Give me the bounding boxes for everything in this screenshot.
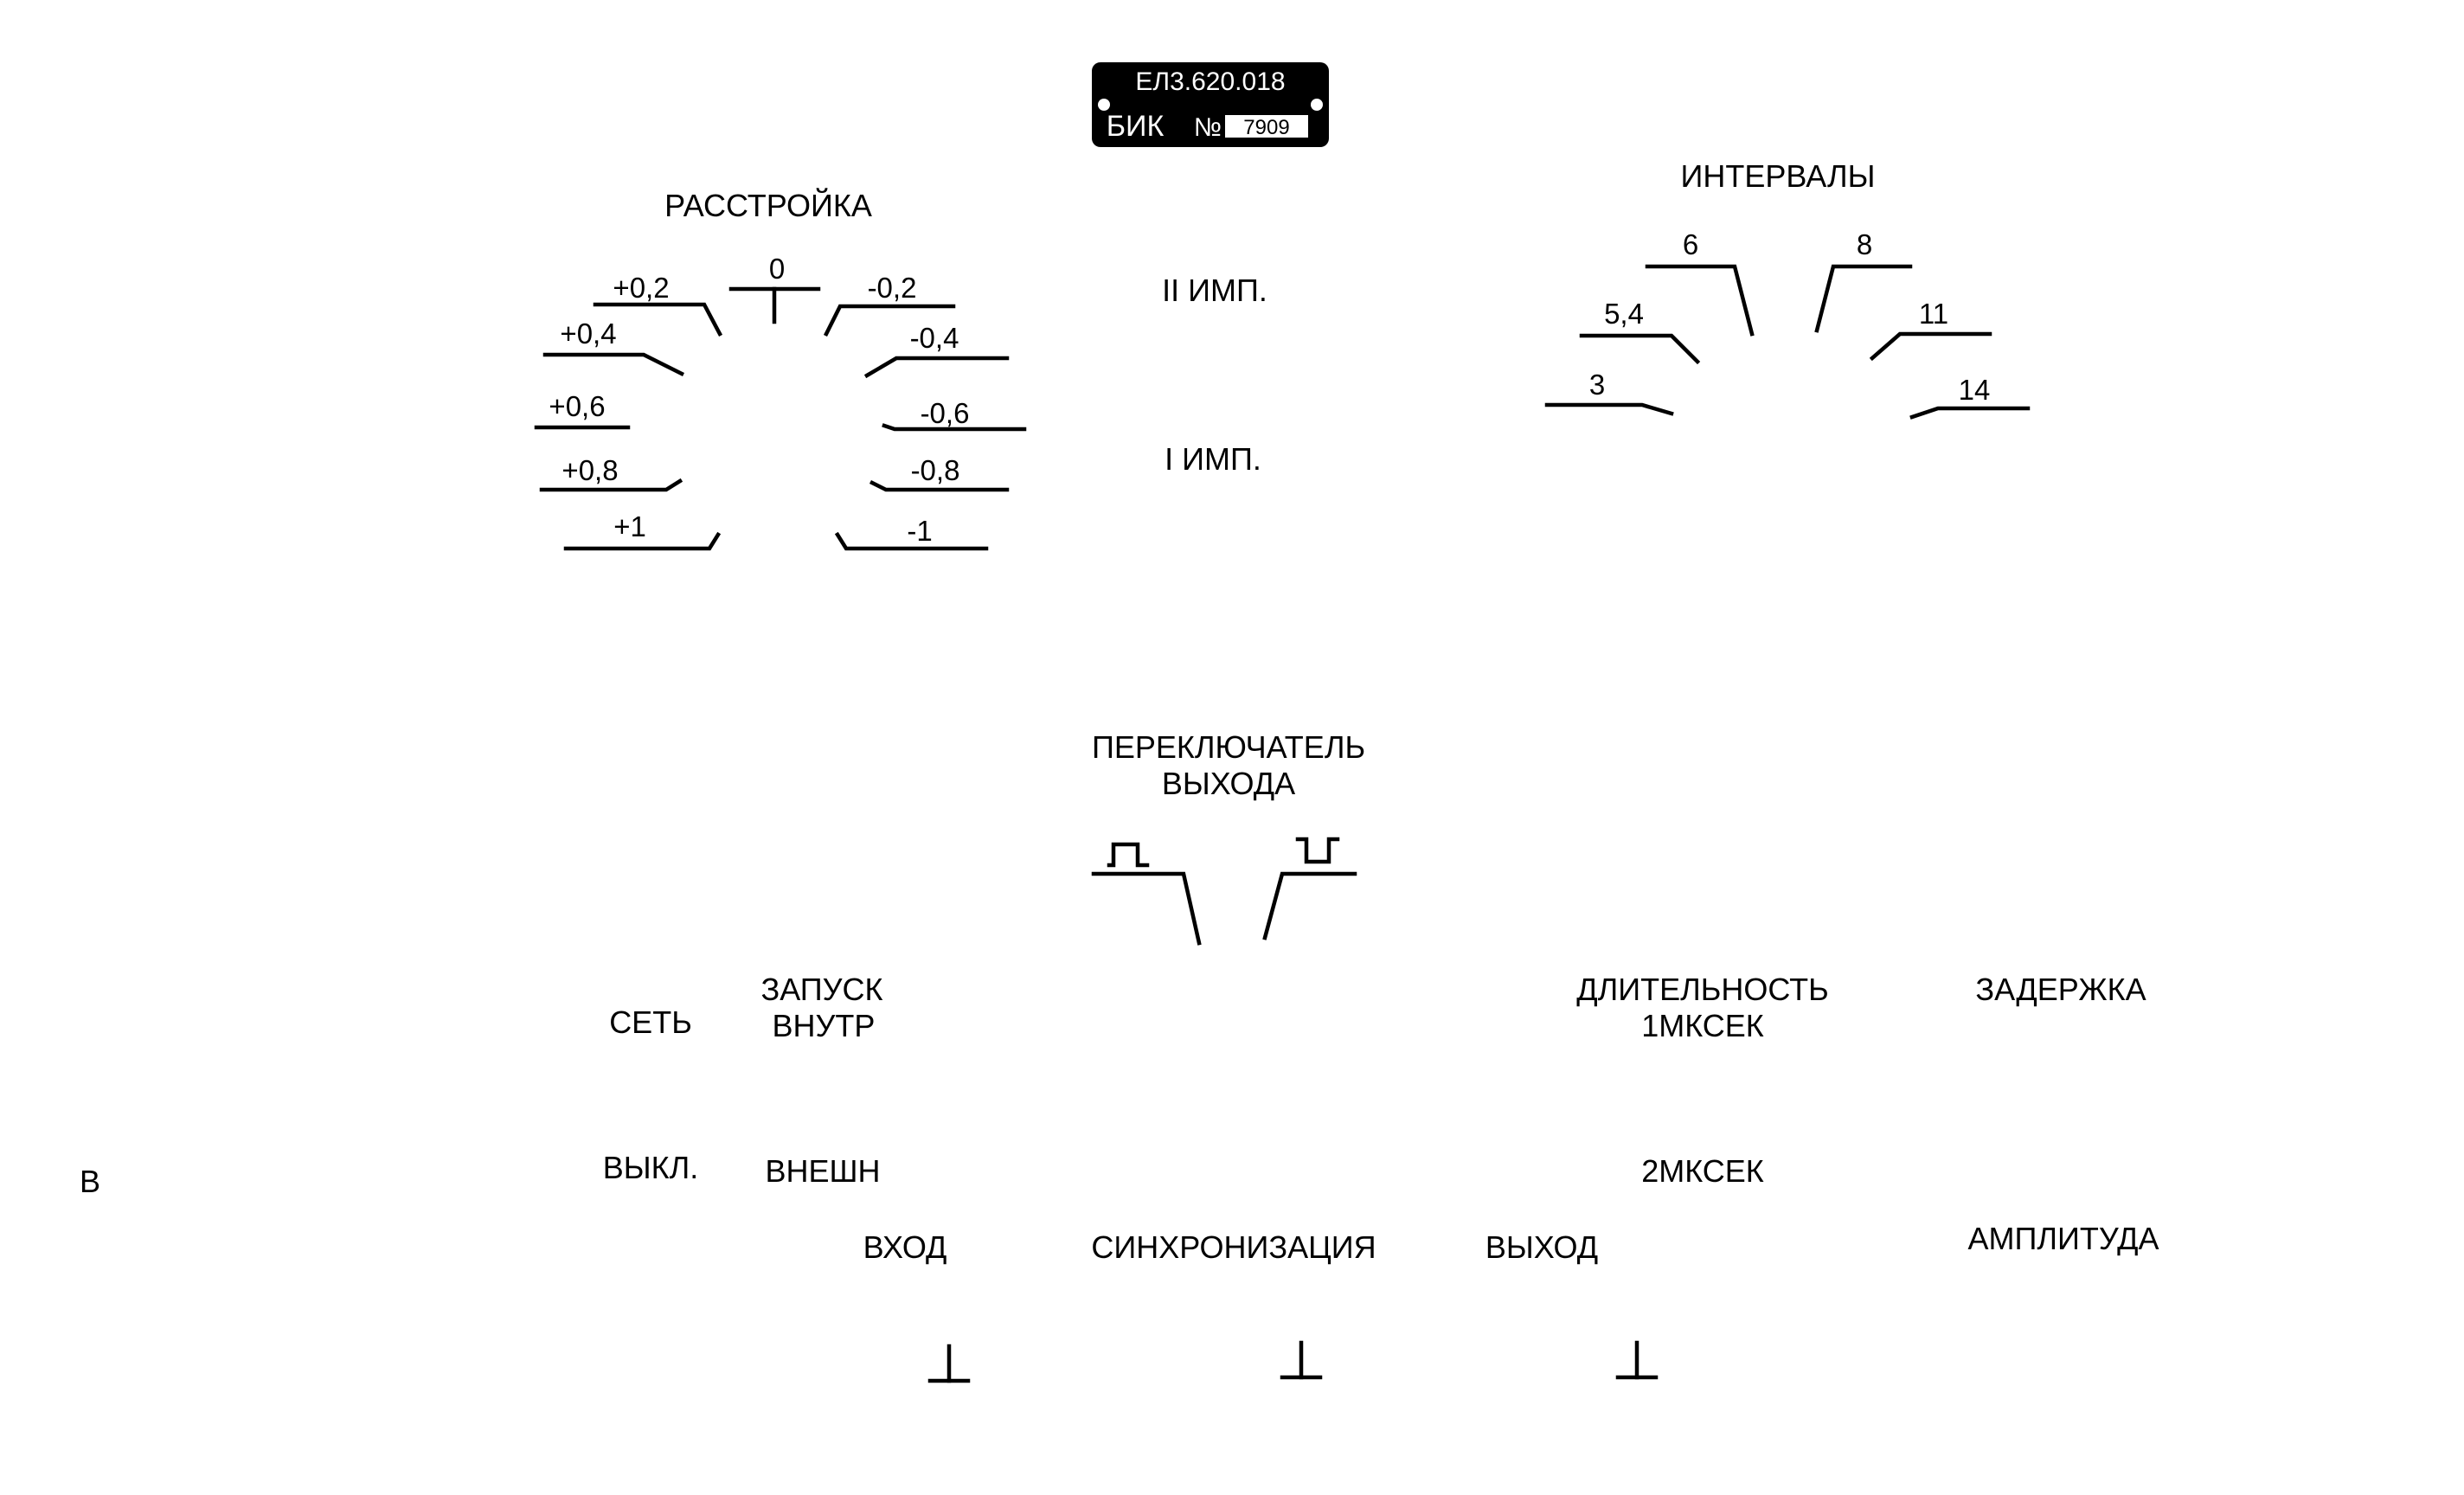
- interval-tick: [1544, 402, 1674, 416]
- power-label: СЕТЬ: [609, 1004, 692, 1040]
- interval-tick: [1909, 406, 2031, 420]
- detuning-tick: [882, 423, 1027, 432]
- edge-mark: В: [80, 1164, 100, 1199]
- detuning-tick: [542, 352, 685, 377]
- amplitude-label: АМПЛИТУДА: [1967, 1221, 2159, 1256]
- power-off-label: ВЫКЛ.: [603, 1150, 698, 1185]
- output-switch-title: ВЫХОДА: [1162, 766, 1295, 801]
- ground-icon: [1280, 1340, 1323, 1380]
- detuning-mark: -0,4: [910, 322, 959, 354]
- plate-name: БИК: [1107, 110, 1165, 143]
- detuning-mark: +1: [613, 510, 646, 542]
- interval-mark: 6: [1683, 228, 1698, 260]
- ground-icon: [1615, 1340, 1659, 1380]
- input-label: ВХОД: [863, 1229, 947, 1265]
- interval-mark: 8: [1857, 228, 1872, 260]
- detuning-tick: [593, 302, 723, 337]
- delay-label: ЗАДЕРЖКА: [1975, 972, 2146, 1007]
- duration-label: ДЛИТЕЛЬНОСТЬ: [1576, 972, 1829, 1007]
- interval-tick: [1645, 264, 1755, 337]
- output-label: ВЫХОД: [1485, 1229, 1598, 1265]
- interval-mark: 5,4: [1604, 298, 1644, 330]
- trigger-external-label: ВНЕШН: [765, 1153, 880, 1189]
- detuning-tick: [823, 304, 956, 337]
- detuning-tick: [869, 479, 1010, 492]
- interval-tick: [1579, 333, 1701, 365]
- trigger-internal-label: ВНУТР: [773, 1008, 876, 1043]
- interval-mark: 11: [1919, 298, 1948, 330]
- duration-2us-label: 2МКСЕК: [1641, 1153, 1764, 1189]
- detuning-mark: -0,8: [911, 454, 960, 486]
- detuning-mark: -0,6: [921, 397, 970, 429]
- detuning-title: РАССТРОЙКА: [664, 187, 872, 223]
- negative-pulse-icon: [1295, 837, 1340, 864]
- plate-serial: 7909: [1243, 116, 1289, 139]
- interval-tick: [1814, 264, 1913, 333]
- detuning-mark: 0: [769, 253, 785, 285]
- plate-screw-left: [1098, 99, 1110, 111]
- plate-model: ЕЛ3.620.018: [1135, 67, 1285, 96]
- detuning-tick: [834, 531, 989, 551]
- plate-screw-right: [1311, 99, 1323, 111]
- detuning-scale: РАССТРОЙКА +0,2 0 -0,2 +0,4 -0,4 +0,6 -0…: [534, 187, 1027, 551]
- interval-tick: [1869, 331, 1992, 362]
- detuning-mark: +0,2: [613, 272, 669, 304]
- ground-icon: [927, 1344, 971, 1383]
- name-plate: ЕЛ3.620.018 БИК № 7909: [1092, 62, 1329, 147]
- second-pulse-label: II ИМП.: [1162, 273, 1267, 308]
- positive-pulse-icon: [1107, 842, 1150, 868]
- detuning-mark: +0,6: [549, 390, 605, 422]
- first-pulse-label: I ИМП.: [1165, 441, 1261, 477]
- detuning-tick: [539, 478, 683, 492]
- sync-label: СИНХРОНИЗАЦИЯ: [1091, 1229, 1376, 1265]
- duration-1us-label: 1МКСЕК: [1641, 1008, 1764, 1043]
- detuning-mark: -1: [907, 515, 932, 547]
- interval-mark: 14: [1959, 374, 1991, 406]
- intervals-title: ИНТЕРВАЛЫ: [1681, 158, 1876, 194]
- intervals-scale: ИНТЕРВАЛЫ 6 8 5,4 11 3 14: [1544, 158, 2031, 420]
- plate-serial-field: [1225, 115, 1308, 138]
- output-switch-title: ПЕРЕКЛЮЧАТЕЛЬ: [1092, 729, 1365, 765]
- detuning-tick: [863, 356, 1010, 379]
- output-switch-tick: [1091, 871, 1202, 946]
- interval-mark: 3: [1589, 369, 1605, 401]
- detuning-mark: +0,8: [561, 454, 618, 486]
- detuning-mark: +0,4: [560, 318, 616, 350]
- plate-number-sign: №: [1194, 113, 1222, 142]
- output-switch-tick: [1262, 871, 1357, 940]
- detuning-tick: [563, 531, 722, 551]
- trigger-label: ЗАПУСК: [760, 972, 882, 1007]
- output-switch: ПЕРЕКЛЮЧАТЕЛЬ ВЫХОДА: [1091, 729, 1365, 946]
- detuning-mark: -0,2: [868, 272, 917, 304]
